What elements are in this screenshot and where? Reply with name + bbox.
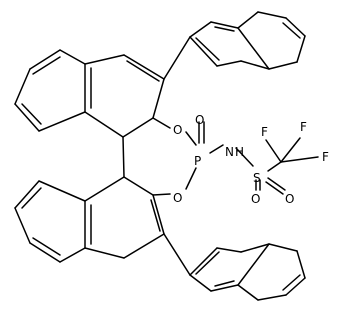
phosphorus: P bbox=[194, 154, 201, 168]
oxygen-bottom: O bbox=[173, 191, 182, 205]
sulfur: S bbox=[253, 171, 261, 185]
oxygen-double-bond: O bbox=[195, 113, 204, 127]
hydrogen: H bbox=[235, 145, 244, 159]
fluorine-top: F bbox=[300, 120, 307, 134]
atom-labels: O O P O N H S O O F F F bbox=[173, 113, 329, 206]
sulfonyl-oxygen-left: O bbox=[251, 192, 260, 206]
fluorine-left: F bbox=[261, 125, 268, 139]
bond-lines bbox=[14, 11, 319, 301]
fluorine-right: F bbox=[322, 150, 329, 164]
sulfonyl-oxygen-right: O bbox=[285, 192, 294, 206]
oxygen-top: O bbox=[173, 123, 182, 137]
nitrogen: N bbox=[225, 145, 234, 159]
